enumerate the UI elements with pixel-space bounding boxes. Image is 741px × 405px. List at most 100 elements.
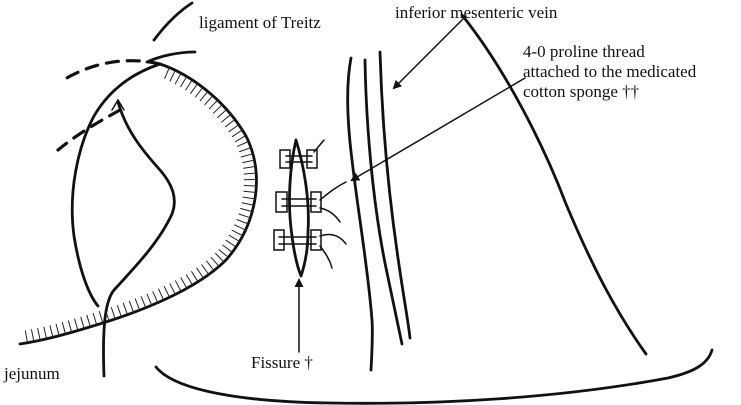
hatch-mark <box>224 119 236 128</box>
hatch-mark <box>146 293 153 306</box>
hatch-mark <box>152 291 159 304</box>
hatch-mark <box>67 320 73 333</box>
hatch-mark <box>61 322 66 335</box>
hatch-mark <box>80 316 85 330</box>
hatch-mark <box>215 252 225 263</box>
hatch-mark <box>206 260 215 272</box>
hatch-mark <box>175 280 182 292</box>
label-fissure: Fissure † <box>251 353 313 372</box>
right-contour <box>460 13 648 356</box>
hatch-mark <box>240 153 254 158</box>
cotton-sponge <box>310 229 322 251</box>
hatch-mark <box>241 202 255 206</box>
thread-tail <box>319 181 347 201</box>
hatch-mark <box>237 141 249 147</box>
thread-tail <box>319 207 341 223</box>
hatch-mark <box>191 271 199 283</box>
mesocolon-outline <box>346 56 374 372</box>
hatch-mark <box>24 330 28 344</box>
jejunum-outer-wall <box>70 62 162 308</box>
hatch-mark <box>110 307 116 320</box>
hatch-mark <box>204 95 214 106</box>
hatch-mark <box>235 135 247 143</box>
hatch-mark <box>43 326 48 340</box>
label-thread-line-2: attached to the medicated <box>523 62 697 81</box>
hatch-mark <box>243 172 257 175</box>
fissure <box>288 138 310 278</box>
hatch-mark <box>201 264 210 275</box>
hatch-mark <box>163 286 170 298</box>
hatch-mark <box>228 124 240 133</box>
hatch-mark <box>116 305 122 318</box>
label-jejunum: jejunum <box>4 364 60 383</box>
hatch-mark <box>222 244 233 253</box>
jejunum-lumen-line <box>102 100 176 378</box>
hatch-mark <box>236 219 249 225</box>
hatch-mark <box>174 72 182 85</box>
hatch-mark <box>128 300 135 313</box>
cotton-sponge <box>306 149 318 169</box>
suture-row-3 <box>273 229 347 269</box>
hatch-mark <box>231 229 244 237</box>
hatch-mark <box>234 224 246 231</box>
hatch-mark <box>180 76 188 88</box>
hatch-mark <box>164 67 170 80</box>
label-thread-line-1: 4-0 proline thread <box>523 42 645 61</box>
label-inferior-mesenteric-vein: inferior mesenteric vein <box>395 3 558 22</box>
hatch-mark <box>243 185 257 187</box>
imv-right-wall <box>378 50 412 340</box>
hatch-mark <box>185 274 193 286</box>
hatch-mark <box>208 99 219 110</box>
lumen-arrow-tip <box>111 98 125 111</box>
mesentery-hatching <box>24 67 257 344</box>
hatch-mark <box>169 69 176 82</box>
hatch-mark <box>217 109 228 118</box>
cotton-sponge <box>310 191 322 213</box>
hatch-mark <box>190 83 199 94</box>
hatch-mark <box>240 208 253 213</box>
thread-tail <box>319 245 333 269</box>
hatch-mark <box>231 129 243 138</box>
imv-arrow <box>392 15 467 90</box>
hatch-mark <box>92 312 98 326</box>
hatch-mark <box>86 314 91 328</box>
thread-tail <box>319 233 347 245</box>
dashed-duodenum-outline <box>58 59 162 84</box>
hatch-mark <box>196 267 204 279</box>
hatch-mark <box>210 256 220 267</box>
ligament-of-treitz-lower-line <box>145 50 197 64</box>
hatch-mark <box>169 283 176 295</box>
hatch-mark <box>104 309 110 322</box>
hatch-mark <box>31 329 35 343</box>
label-ligament-of-treitz: ligament of Treitz <box>199 13 321 32</box>
hatch-mark <box>55 323 60 337</box>
hatch-mark <box>134 298 141 311</box>
hatch-mark <box>225 239 237 248</box>
cotton-sponge <box>275 191 288 213</box>
thread-tail <box>313 139 325 153</box>
ligament-of-treitz-line <box>152 1 194 42</box>
label-proline-thread: 4-0 proline thread attached to the medic… <box>523 42 696 102</box>
hatch-mark <box>49 325 54 338</box>
hatch-mark <box>185 79 193 91</box>
imv-left-wall <box>363 58 404 346</box>
thread-arrow <box>350 77 526 182</box>
hatch-mark <box>239 147 252 153</box>
hatch-mark <box>158 288 165 301</box>
hatch-mark <box>98 311 104 324</box>
hatch-mark <box>238 213 251 219</box>
hatch-mark <box>228 234 240 242</box>
hatch-mark <box>122 302 128 316</box>
hatch-mark <box>243 166 256 169</box>
suture-row-2 <box>275 181 347 223</box>
hatch-mark <box>199 91 209 102</box>
label-thread-line-3: cotton sponge †† <box>523 82 640 101</box>
hatch-mark <box>180 277 188 289</box>
hatch-mark <box>221 113 232 123</box>
hatch-mark <box>243 190 257 193</box>
suture-row-1 <box>279 139 325 169</box>
cotton-sponge <box>279 149 291 169</box>
hatch-mark <box>140 296 147 309</box>
